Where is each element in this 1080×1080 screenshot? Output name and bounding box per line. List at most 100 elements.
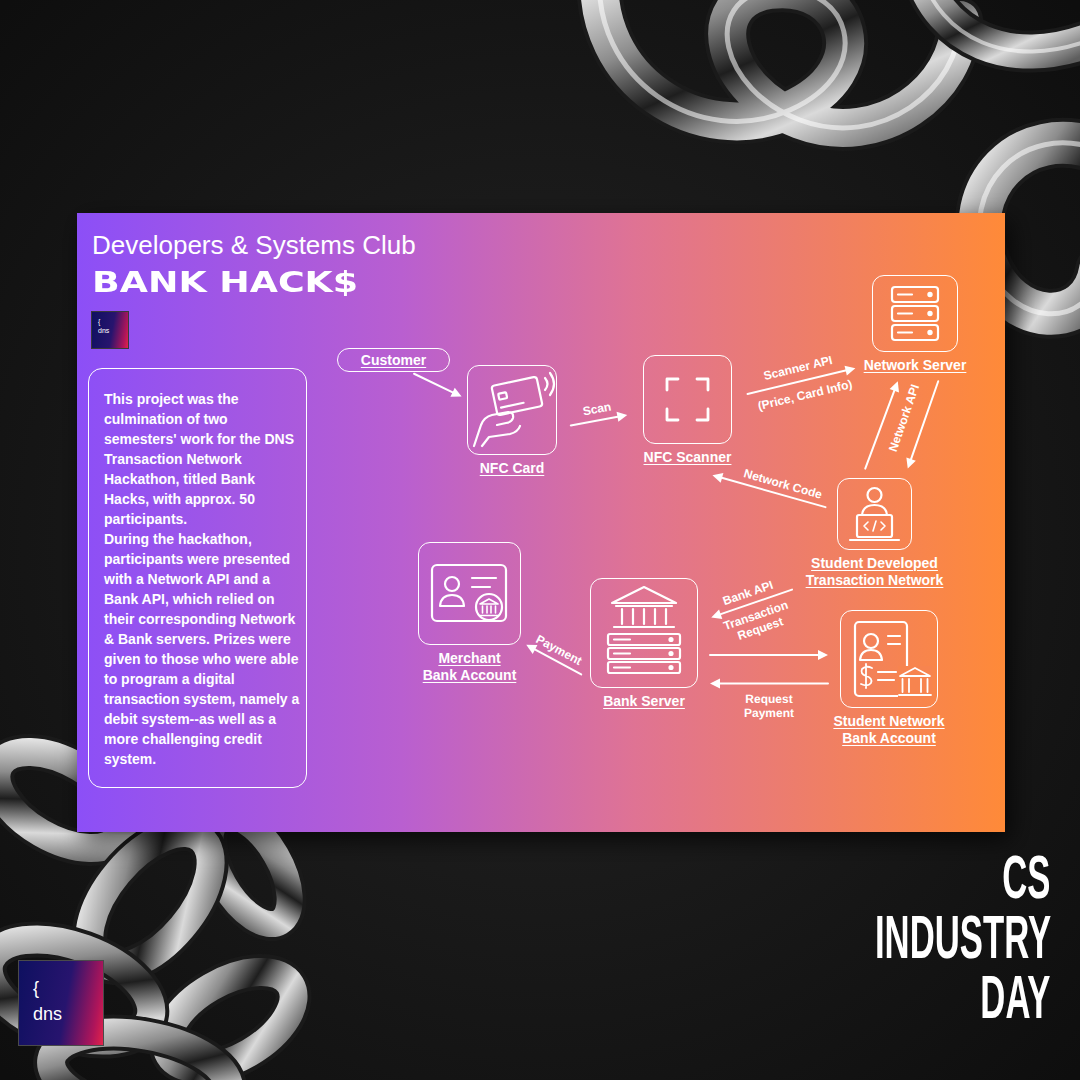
node-label: Customer <box>361 352 426 369</box>
event-title: CS INDUSTRY DAY <box>874 847 1050 1027</box>
club-logo: { dns <box>91 311 129 349</box>
nfc-card-icon <box>474 373 554 446</box>
node-icons <box>432 287 938 698</box>
server-led <box>670 638 673 641</box>
server-led <box>928 293 931 296</box>
nfc-card-box: NFC Card <box>467 365 557 455</box>
description-text: During the hackathon, participants were … <box>104 529 302 769</box>
node-label: NFC Scanner <box>644 449 732 466</box>
server-led <box>928 331 931 334</box>
flow-arrow <box>710 679 828 689</box>
edge-label: Request Payment <box>744 692 794 720</box>
arrowhead <box>890 381 899 392</box>
server-icon <box>892 287 938 340</box>
card-shape <box>491 377 542 416</box>
bank-server-box: Bank Server <box>590 578 698 688</box>
flow-arrow <box>710 650 828 660</box>
bank-symbol <box>480 599 498 616</box>
arrow-line <box>717 683 828 685</box>
arrowhead <box>450 388 461 397</box>
node-label: Network Server <box>864 357 967 374</box>
card-outline <box>491 377 542 416</box>
code-symbol <box>864 521 885 531</box>
arrowhead <box>617 412 628 422</box>
node-label: Student Network Bank Account <box>830 713 948 747</box>
server-slots <box>898 295 912 333</box>
edge-note: (Price, Card Info) <box>756 377 853 413</box>
logo-text: { dns <box>33 975 62 1027</box>
arrow-line <box>865 388 895 469</box>
arrowhead <box>845 366 856 376</box>
server-led <box>670 652 673 655</box>
bank-roof <box>612 587 676 603</box>
nfc-scanner-box: NFC Scanner <box>643 355 732 444</box>
arrowhead <box>710 679 720 689</box>
arrowhead <box>526 645 537 654</box>
bank-server-icon <box>608 587 680 673</box>
id-lines <box>472 578 496 587</box>
arrow-line <box>710 654 821 656</box>
tube <box>920 0 1080 52</box>
edge-label: Network API <box>886 383 922 454</box>
tube-highlight <box>920 0 1080 52</box>
arrowhead <box>906 457 915 468</box>
card-stripe <box>501 403 523 408</box>
arrow-line <box>571 416 621 425</box>
card-chip <box>498 392 507 400</box>
edge-label: Payment <box>534 632 585 668</box>
arrow-line <box>414 374 455 394</box>
hand <box>474 412 520 446</box>
poster-title: BANK HACK$ <box>92 267 358 299</box>
badge-ground <box>898 666 932 698</box>
server-slots <box>614 640 630 668</box>
node-label: Student Developed Transaction Network <box>802 555 947 589</box>
merchant-account-box: Merchant Bank Account <box>418 542 521 645</box>
customer-pill: Customer <box>337 348 450 372</box>
arrowhead <box>712 473 723 483</box>
person-head <box>868 488 882 502</box>
node-label: Bank Server <box>603 693 685 710</box>
id-card <box>432 565 506 621</box>
bank-badge <box>476 594 502 620</box>
tube-edge <box>920 0 1080 52</box>
document-lines <box>878 636 900 680</box>
edge-label: Scanner API <box>763 353 835 383</box>
person-shoulders <box>862 505 887 515</box>
flow-arrow <box>414 374 462 397</box>
arrowhead <box>711 609 722 618</box>
scanner-icon <box>667 379 708 420</box>
student-account-icon <box>855 622 932 698</box>
server-led <box>928 312 931 315</box>
developer-icon <box>850 488 899 540</box>
arrowhead <box>818 650 828 660</box>
merchant-account-icon <box>432 565 506 621</box>
bank-columns <box>614 606 674 627</box>
student-account-box: Student Network Bank Account <box>840 610 938 708</box>
person-shoulders <box>860 650 882 660</box>
description-box: This project was the culmination of two … <box>88 368 307 788</box>
network-server-box: Network Server <box>872 275 958 352</box>
club-logo: { dns <box>18 960 104 1046</box>
description-text: This project was the culmination of two … <box>104 389 302 529</box>
tube <box>599 0 960 128</box>
tube-highlight <box>599 0 960 128</box>
card-background <box>77 213 1005 832</box>
tube-edge <box>599 0 960 128</box>
poster-card: Developers & Systems ClubBANK HACK$ { dns… <box>77 213 1005 832</box>
club-name: Developers & Systems Club <box>92 230 416 260</box>
person-shoulders <box>440 595 464 606</box>
person-head <box>445 577 459 591</box>
bank-symbol <box>899 668 931 695</box>
dollar-symbol <box>861 664 872 688</box>
person-head <box>864 634 878 648</box>
edge-label: Scan <box>582 400 613 419</box>
laptop-screen <box>857 515 892 537</box>
transaction-network-box: Student Developed Transaction Network <box>837 478 912 550</box>
node-label: NFC Card <box>480 460 545 477</box>
edge-label: Network Code <box>743 466 824 501</box>
logo-text: { dns <box>98 317 109 335</box>
laptop-base <box>850 539 899 541</box>
server-led <box>670 666 673 669</box>
nfc-waves <box>545 373 554 395</box>
